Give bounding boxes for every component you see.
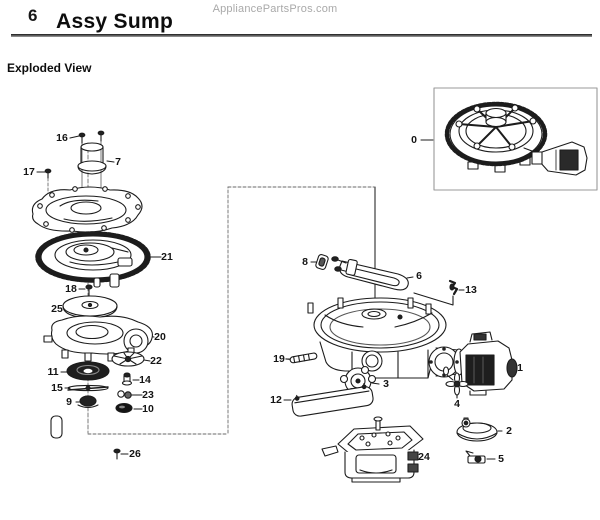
part-26-screw (113, 448, 121, 460)
part-10-oring (115, 402, 133, 414)
part-14-valve (121, 372, 133, 386)
part-label-6: 6 (416, 270, 422, 282)
title-underline (11, 34, 592, 37)
page-title: Assy Sump (56, 10, 174, 33)
part-label-12: 12 (270, 394, 282, 406)
part-23-fastener (117, 390, 137, 399)
part-11-seal-disc (66, 361, 110, 381)
part-label-13: 13 (465, 284, 477, 296)
part-25-disc (62, 295, 118, 319)
part-label-8: 8 (302, 256, 308, 268)
part-label-3: 3 (383, 378, 389, 390)
cover-plate (31, 186, 143, 233)
pin-part (50, 415, 63, 439)
part-label-26: 26 (129, 448, 141, 460)
part-19-strip (285, 352, 318, 364)
part-label-20: 20 (154, 331, 166, 343)
part-16-screws (78, 130, 105, 144)
part-3-flange (339, 365, 377, 397)
part-label-11: 11 (47, 366, 59, 378)
part-label-19: 19 (273, 353, 285, 365)
part-1-motor (459, 331, 518, 396)
part-13-clip (448, 279, 459, 296)
part-5-clamp (465, 450, 486, 464)
part-label-15: 15 (51, 382, 63, 394)
part-0-assembled-inset (433, 87, 598, 191)
part-label-14: 14 (139, 374, 151, 386)
part-label-17: 17 (23, 166, 35, 178)
part-2-cap (456, 417, 498, 442)
part-label-22: 22 (150, 355, 162, 367)
part-label-7: 7 (115, 156, 121, 168)
section-heading: Exploded View (7, 61, 92, 75)
part-21-gear-plate (35, 231, 151, 288)
part-12-tray (291, 383, 374, 417)
part-7-inlet (77, 142, 107, 175)
part-label-21: 21 (161, 251, 173, 263)
part-6-heater (331, 256, 409, 291)
part-18-screw (85, 284, 93, 297)
part-label-23: 23 (142, 389, 154, 401)
watermark: AppliancePartsPros.com (212, 3, 338, 15)
part-label-25: 25 (51, 303, 63, 315)
part-label-0: 0 (411, 134, 417, 146)
part-label-9: 9 (66, 396, 72, 408)
part-label-5: 5 (498, 453, 504, 465)
part-15-shaft-washer (67, 384, 109, 392)
part-9-grommet (77, 395, 99, 409)
part-label-24: 24 (418, 451, 430, 463)
part-24-pump-housing (321, 416, 424, 483)
part-8-gasket (315, 254, 329, 270)
sump-basin (307, 297, 465, 379)
part-label-4: 4 (454, 398, 460, 410)
part-22-impeller (111, 351, 145, 367)
part-label-10: 10 (142, 403, 154, 415)
page-number: 6 (28, 6, 38, 25)
part-label-16: 16 (56, 132, 68, 144)
part-label-2: 2 (506, 425, 512, 437)
part-label-18: 18 (65, 283, 77, 295)
part-20-housing (43, 315, 153, 362)
part-4-impeller (442, 366, 469, 396)
part-label-1: 1 (517, 362, 523, 374)
part-17-screw (44, 168, 52, 179)
